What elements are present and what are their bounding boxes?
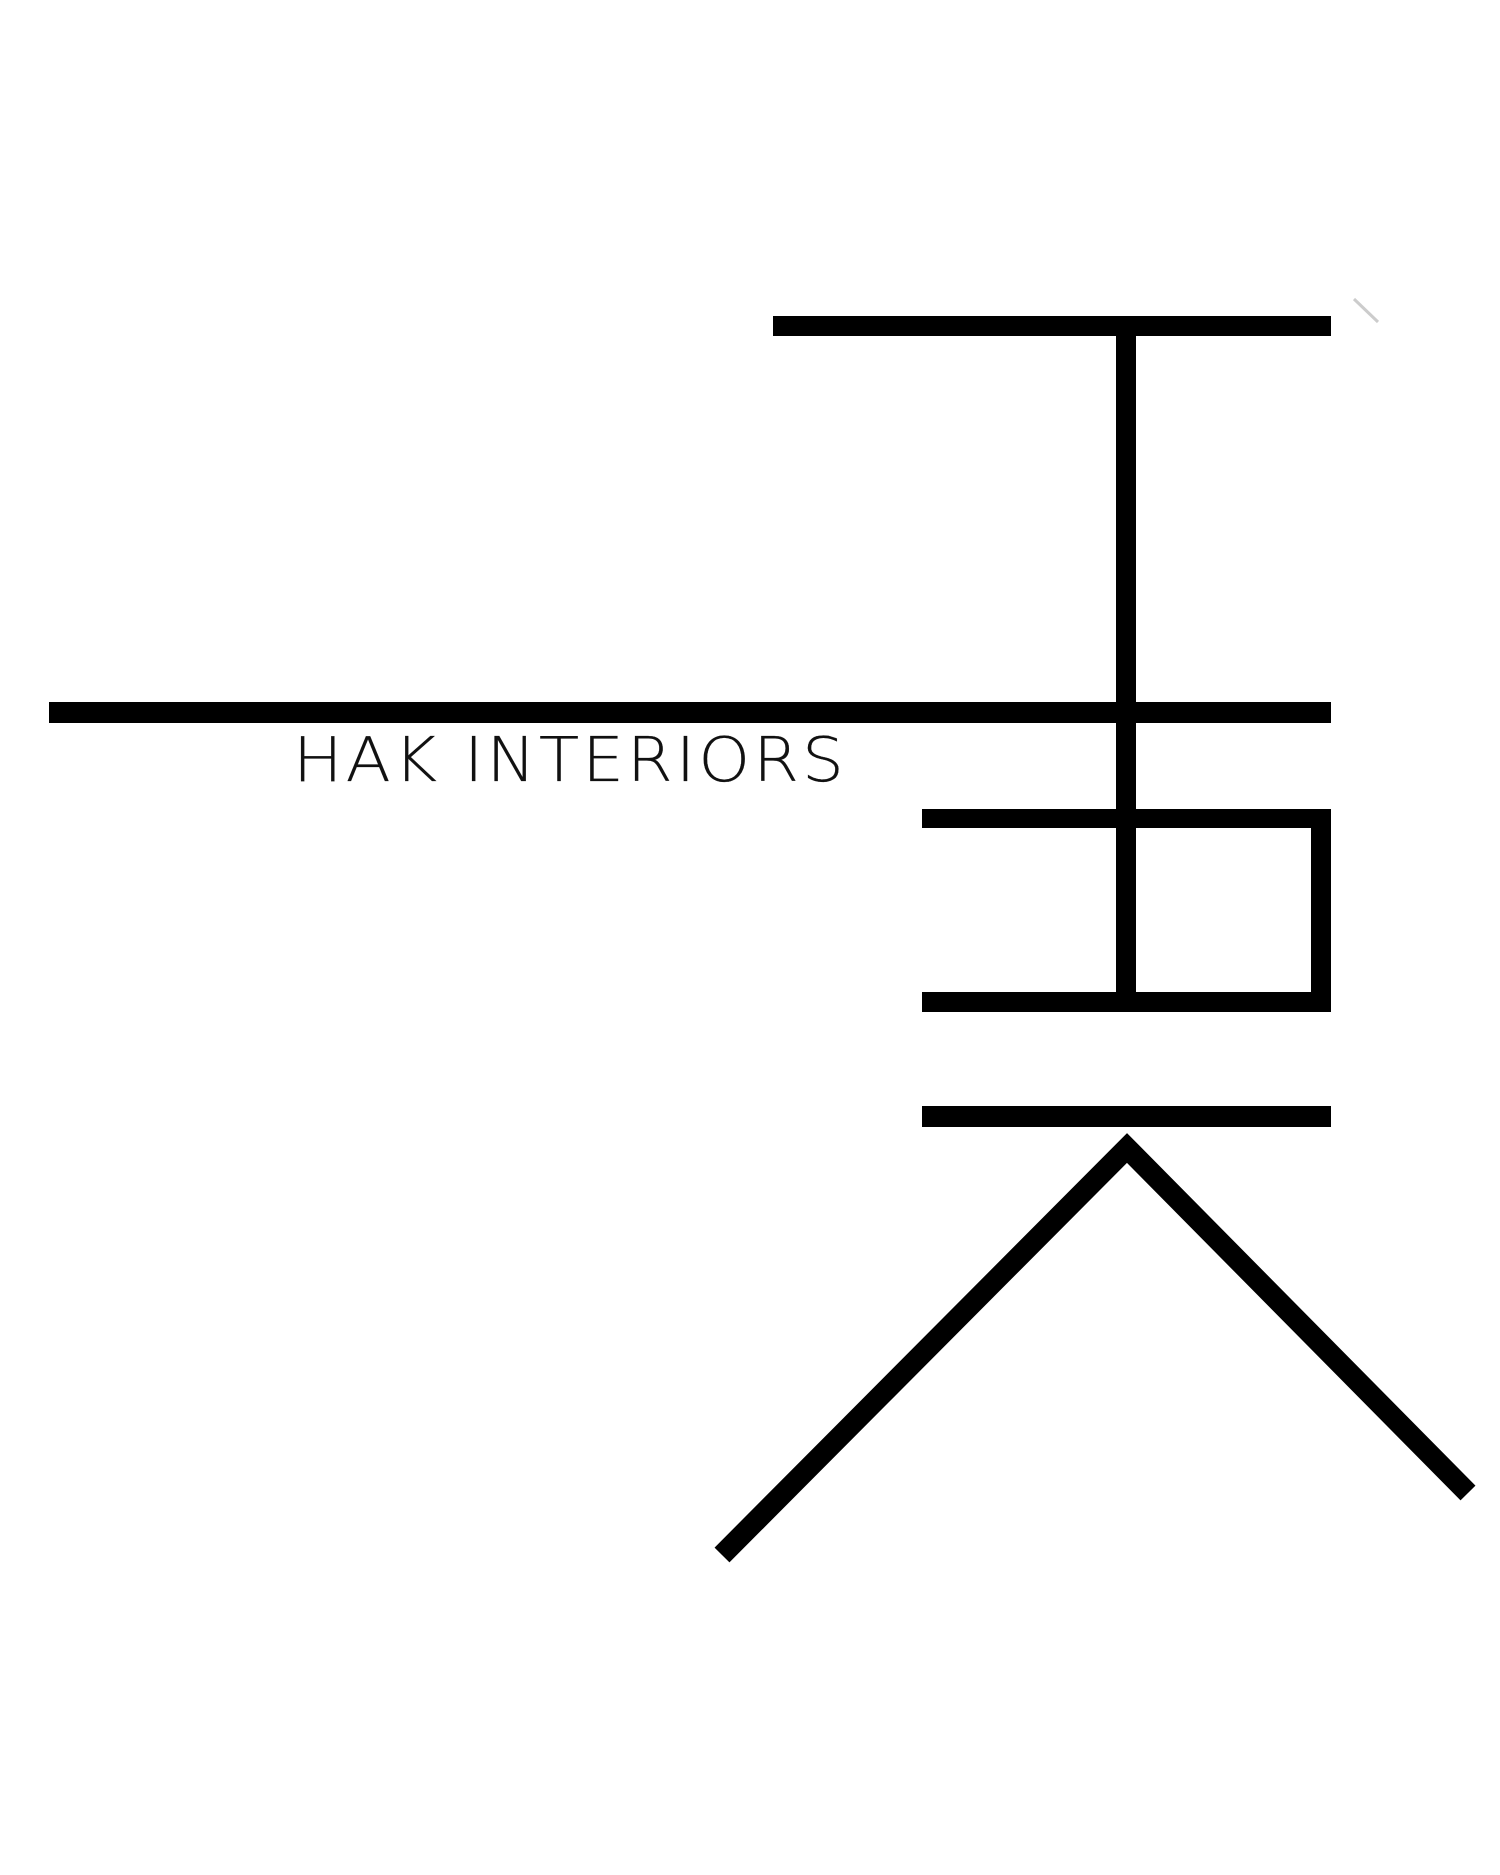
top-horizontal-stroke [773,316,1331,336]
corner-mark [1352,297,1380,324]
lower-horizontal-stroke [922,1106,1331,1127]
roof-chevron-stroke [714,1133,1476,1563]
box-right-stroke [1311,809,1331,1010]
brand-name: HAK INTERIORS [293,724,847,797]
box-top-stroke [922,809,1331,828]
box-bottom-stroke [922,992,1331,1012]
central-vertical-stroke [1116,333,1136,998]
long-horizontal-stroke [49,702,1331,723]
